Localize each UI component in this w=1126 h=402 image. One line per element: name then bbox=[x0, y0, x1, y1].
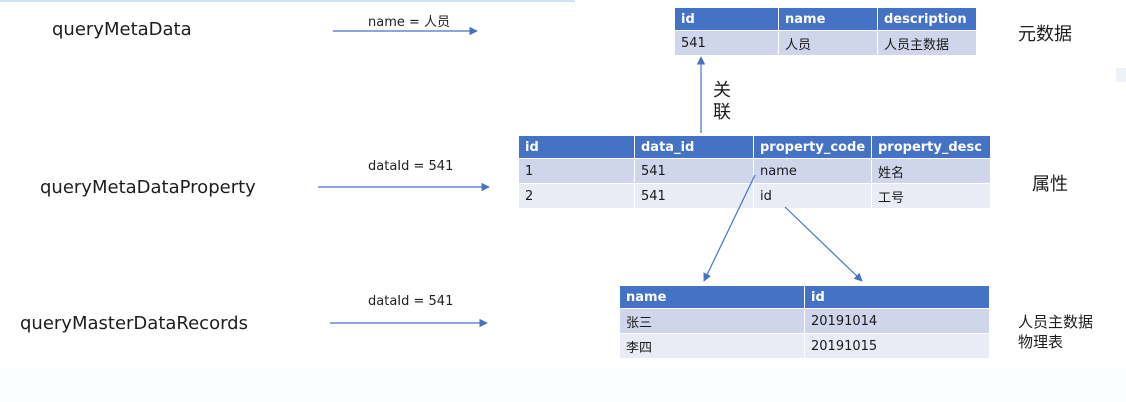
property-table: id data_id property_code property_desc 1… bbox=[518, 135, 991, 209]
table-row: 1 541 name 姓名 bbox=[518, 158, 991, 184]
table-header-cell: name bbox=[619, 285, 805, 309]
table-header-cell: id bbox=[804, 285, 990, 309]
method-query-meta-data: queryMetaData bbox=[52, 19, 192, 40]
table-header-row: id name description bbox=[674, 7, 977, 31]
table-cell: 541 bbox=[634, 158, 754, 184]
table-cell: 20191014 bbox=[804, 308, 990, 334]
top-divider-line bbox=[0, 0, 575, 2]
table-cell: 人员主数据 bbox=[877, 30, 977, 56]
table-header-cell: property_code bbox=[753, 135, 872, 159]
table-cell: 人员 bbox=[778, 30, 878, 56]
arrow-id-to-records bbox=[784, 206, 863, 282]
table-cell: 2 bbox=[518, 183, 635, 209]
label-physical-line1: 人员主数据 bbox=[1018, 313, 1094, 331]
table-cell: 20191015 bbox=[804, 333, 990, 359]
table-row: 李四 20191015 bbox=[619, 333, 990, 359]
table-cell: 541 bbox=[634, 183, 754, 209]
label-property: 属性 bbox=[1032, 174, 1068, 195]
table-cell: 541 bbox=[674, 30, 779, 56]
edge-strip bbox=[1116, 68, 1126, 82]
table-header-cell: id bbox=[518, 135, 635, 159]
param-query-master-data-records: dataId = 541 bbox=[368, 294, 454, 309]
param-query-meta-data-property: dataId = 541 bbox=[368, 159, 454, 174]
master-data-records-table: name id 张三 20191014 李四 20191015 bbox=[619, 285, 990, 359]
table-cell: name bbox=[753, 158, 872, 184]
table-cell: 李四 bbox=[619, 333, 805, 359]
table-header-cell: property_desc bbox=[871, 135, 991, 159]
relation-line1: 关 bbox=[713, 80, 731, 101]
table-cell: 工号 bbox=[871, 183, 991, 209]
table-cell: 张三 bbox=[619, 308, 805, 334]
table-header-row: name id bbox=[619, 285, 990, 309]
meta-data-table: id name description 541 人员 人员主数据 bbox=[674, 7, 977, 56]
param-query-meta-data: name = 人员 bbox=[368, 15, 451, 30]
table-header-row: id data_id property_code property_desc bbox=[518, 135, 991, 159]
bottom-band bbox=[0, 368, 1126, 402]
table-row: 2 541 id 工号 bbox=[518, 183, 991, 209]
relation-line2: 联 bbox=[713, 102, 731, 123]
label-physical-line2: 物理表 bbox=[1018, 333, 1064, 351]
table-cell: id bbox=[753, 183, 872, 209]
label-metadata: 元数据 bbox=[1018, 24, 1072, 45]
method-query-meta-data-property: queryMetaDataProperty bbox=[40, 177, 256, 198]
label-physical-table: 人员主数据 物理表 bbox=[1018, 312, 1093, 352]
table-row: 张三 20191014 bbox=[619, 308, 990, 334]
table-header-cell: description bbox=[877, 7, 977, 31]
method-query-master-data-records: queryMasterDataRecords bbox=[20, 313, 248, 334]
relation-label: 关 联 bbox=[712, 80, 732, 124]
table-row: 541 人员 人员主数据 bbox=[674, 30, 977, 56]
table-header-cell: name bbox=[778, 7, 878, 31]
arrow-name-to-records bbox=[703, 174, 756, 282]
